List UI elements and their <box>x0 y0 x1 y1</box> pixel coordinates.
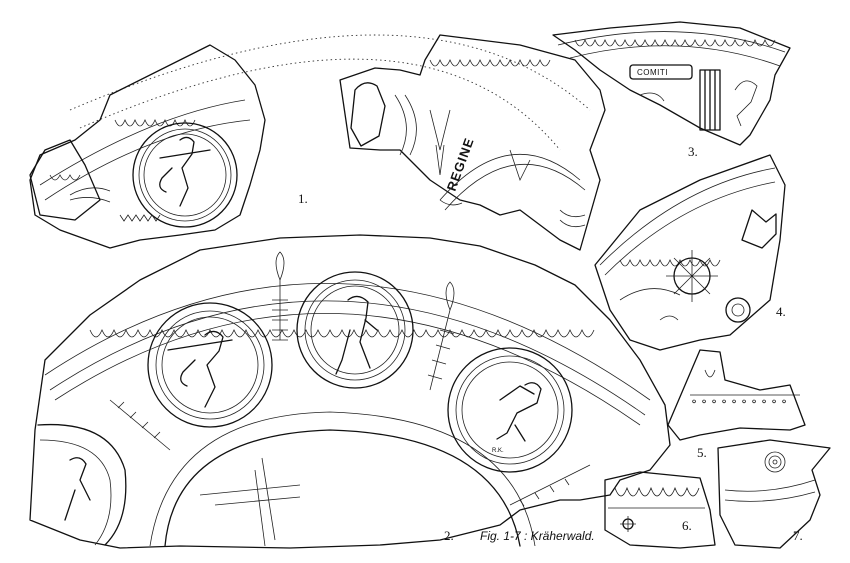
fragment-2: R.K. 2. <box>29 234 671 549</box>
fragment-4-number: 4. <box>776 304 786 319</box>
fragment-6: 6. <box>604 471 716 549</box>
fragment-1: REGINE 1. <box>29 34 606 251</box>
fragment-6-number: 6. <box>682 518 692 533</box>
fragment-5: 5. <box>667 349 806 460</box>
fragment-1-number: 1. <box>298 191 308 206</box>
fragment-7: 7. <box>717 439 831 549</box>
fragment-3: COMITI 3. <box>552 21 791 159</box>
fragment-2-number: 2. <box>444 528 454 543</box>
fragment-3-number: 3. <box>688 144 698 159</box>
figure-caption: Fig. 1-7 : Kräherwald. <box>480 529 595 543</box>
stamp-comiti: COMITI <box>637 68 668 77</box>
fragment-5-number: 5. <box>697 445 707 460</box>
fragment-7-number: 7. <box>793 528 803 543</box>
fragment-4: 4. <box>594 154 786 351</box>
draftsman-initials: R.K. <box>492 448 504 454</box>
